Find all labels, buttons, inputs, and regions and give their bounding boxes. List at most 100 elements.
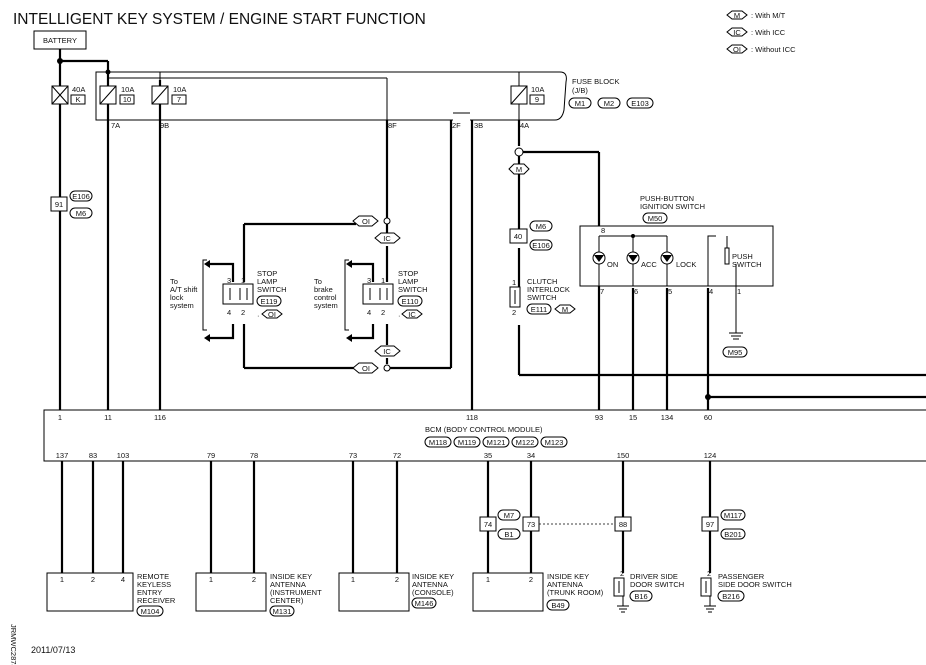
svg-text:10A: 10A xyxy=(121,85,134,94)
svg-text:1: 1 xyxy=(381,276,385,285)
svg-text:88: 88 xyxy=(619,520,627,529)
svg-text:lock: lock xyxy=(170,293,184,302)
svg-text:·: · xyxy=(398,311,401,320)
joint-connector-40: 40 M6 E106 xyxy=(509,220,553,251)
svg-text:IC: IC xyxy=(408,310,416,319)
svg-text:91: 91 xyxy=(55,200,63,209)
svg-text:M122: M122 xyxy=(516,438,535,447)
driver-side-door-switch: 2 DRIVER SIDE DOOR SWITCH B16 xyxy=(613,569,684,613)
diagram-code: JRMWC2873GB xyxy=(9,624,18,665)
svg-text:ANTENNA: ANTENNA xyxy=(547,580,583,589)
svg-text:73: 73 xyxy=(527,520,535,529)
svg-text:A/T shift: A/T shift xyxy=(170,285,198,294)
svg-text:M131: M131 xyxy=(273,607,292,616)
svg-text:STOP: STOP xyxy=(398,269,418,278)
bcm-module: BCM (BODY CONTROL MODULE) M118 M119 M121… xyxy=(43,409,926,462)
svg-text:15: 15 xyxy=(629,413,637,422)
svg-text:3: 3 xyxy=(367,276,371,285)
svg-text:SWITCH: SWITCH xyxy=(732,260,762,269)
inside-key-antenna-instrument: 1 2 INSIDE KEY ANTENNA (INSTRUMENT CENTE… xyxy=(195,572,322,617)
svg-text:system: system xyxy=(170,301,194,310)
svg-text:79: 79 xyxy=(207,451,215,460)
svg-text:·: · xyxy=(257,311,260,320)
fuse-pin-labels: 7A 9B 8F 2F 3B 4A xyxy=(111,121,529,130)
inline-connectors: 74 73 M7 B1 88 97 M117 B201 xyxy=(479,509,746,540)
led-lock-icon: LOCK xyxy=(660,236,696,286)
svg-text:40A: 40A xyxy=(72,85,85,94)
svg-text:35: 35 xyxy=(484,451,492,460)
remote-keyless-entry-receiver: 1 2 4 REMOTE KEYLESS ENTRY RECEIVER M104 xyxy=(46,572,176,617)
svg-text:ANTENNA: ANTENNA xyxy=(412,580,448,589)
svg-text:1: 1 xyxy=(351,575,355,584)
svg-text:STOP: STOP xyxy=(257,269,277,278)
svg-text:control: control xyxy=(314,293,337,302)
svg-text:B49: B49 xyxy=(551,601,564,610)
joint-connector-91: 91 E106 M6 xyxy=(50,190,93,219)
svg-text:OI: OI xyxy=(268,310,276,319)
svg-text:E110: E110 xyxy=(402,297,419,306)
svg-text:137: 137 xyxy=(56,451,69,460)
svg-text:M7: M7 xyxy=(504,511,514,520)
option-marker-m: M xyxy=(508,147,530,175)
svg-text:K: K xyxy=(75,95,80,104)
svg-text:2: 2 xyxy=(241,308,245,317)
svg-text:60: 60 xyxy=(704,413,712,422)
svg-text:78: 78 xyxy=(250,451,258,460)
svg-text:brake: brake xyxy=(314,285,333,294)
svg-text:E103: E103 xyxy=(631,99,649,108)
push-switch-icon: PUSH SWITCH xyxy=(707,235,762,286)
svg-text:(TRUNK ROOM): (TRUNK ROOM) xyxy=(547,588,604,597)
svg-text:1: 1 xyxy=(241,276,245,285)
svg-text:CENTER): CENTER) xyxy=(270,596,304,605)
svg-text:KEYLESS: KEYLESS xyxy=(137,580,171,589)
svg-text:B216: B216 xyxy=(722,592,740,601)
svg-text:74: 74 xyxy=(484,520,492,529)
fuse-block-outline xyxy=(95,71,567,121)
svg-text:4: 4 xyxy=(121,575,125,584)
svg-text:124: 124 xyxy=(704,451,717,460)
svg-text:M104: M104 xyxy=(141,607,160,616)
fuse-10a-10: 10A 10 xyxy=(99,85,135,105)
svg-text:9B: 9B xyxy=(160,121,169,130)
diagram-title: INTELLIGENT KEY SYSTEM / ENGINE START FU… xyxy=(13,11,426,28)
svg-text:34: 34 xyxy=(527,451,535,460)
svg-text:4: 4 xyxy=(227,308,231,317)
svg-text:4A: 4A xyxy=(520,121,529,130)
svg-text:REMOTE: REMOTE xyxy=(137,572,169,581)
svg-text:SIDE DOOR SWITCH: SIDE DOOR SWITCH xyxy=(718,580,792,589)
svg-text:ANTENNA: ANTENNA xyxy=(270,580,306,589)
svg-text:: With ICC: : With ICC xyxy=(751,28,786,37)
svg-text:(INSTRUMENT: (INSTRUMENT xyxy=(270,588,322,597)
svg-text:(J/B): (J/B) xyxy=(572,86,588,95)
svg-text:116: 116 xyxy=(154,413,166,422)
svg-text:M95: M95 xyxy=(728,348,743,357)
svg-text:73: 73 xyxy=(349,451,357,460)
svg-text:M119: M119 xyxy=(458,438,476,447)
svg-text:INTERLOCK: INTERLOCK xyxy=(527,285,570,294)
svg-text:E106: E106 xyxy=(532,241,550,250)
svg-text:: With M/T: : With M/T xyxy=(751,11,786,20)
svg-text:3: 3 xyxy=(227,276,231,285)
svg-text:INSIDE KEY: INSIDE KEY xyxy=(412,572,454,581)
svg-text:LAMP: LAMP xyxy=(257,277,277,286)
svg-text:2: 2 xyxy=(91,575,95,584)
svg-text:M123: M123 xyxy=(545,438,564,447)
svg-text:103: 103 xyxy=(117,451,130,460)
svg-text:6: 6 xyxy=(634,287,638,296)
svg-text:M: M xyxy=(516,165,522,174)
svg-text:1: 1 xyxy=(486,575,490,584)
svg-text:7: 7 xyxy=(600,287,604,296)
svg-text:M: M xyxy=(562,305,568,314)
battery-label: BATTERY xyxy=(43,36,77,45)
svg-text:1: 1 xyxy=(58,413,62,422)
bcm-top-pins: 1 11 116 118 93 15 134 60 xyxy=(58,413,712,422)
svg-text:DOOR SWITCH: DOOR SWITCH xyxy=(630,580,684,589)
svg-text:4: 4 xyxy=(367,308,371,317)
fuse-block-label: FUSE BLOCK (J/B) M1 M2 E103 xyxy=(568,77,654,109)
fuse-10a-9: 10A 9 xyxy=(510,85,545,105)
fuse-10a-7: 10A 7 xyxy=(151,85,187,105)
svg-text:3B: 3B xyxy=(474,121,483,130)
svg-text:M2: M2 xyxy=(604,99,614,108)
svg-text:2: 2 xyxy=(707,569,711,578)
svg-text:M6: M6 xyxy=(536,222,546,231)
